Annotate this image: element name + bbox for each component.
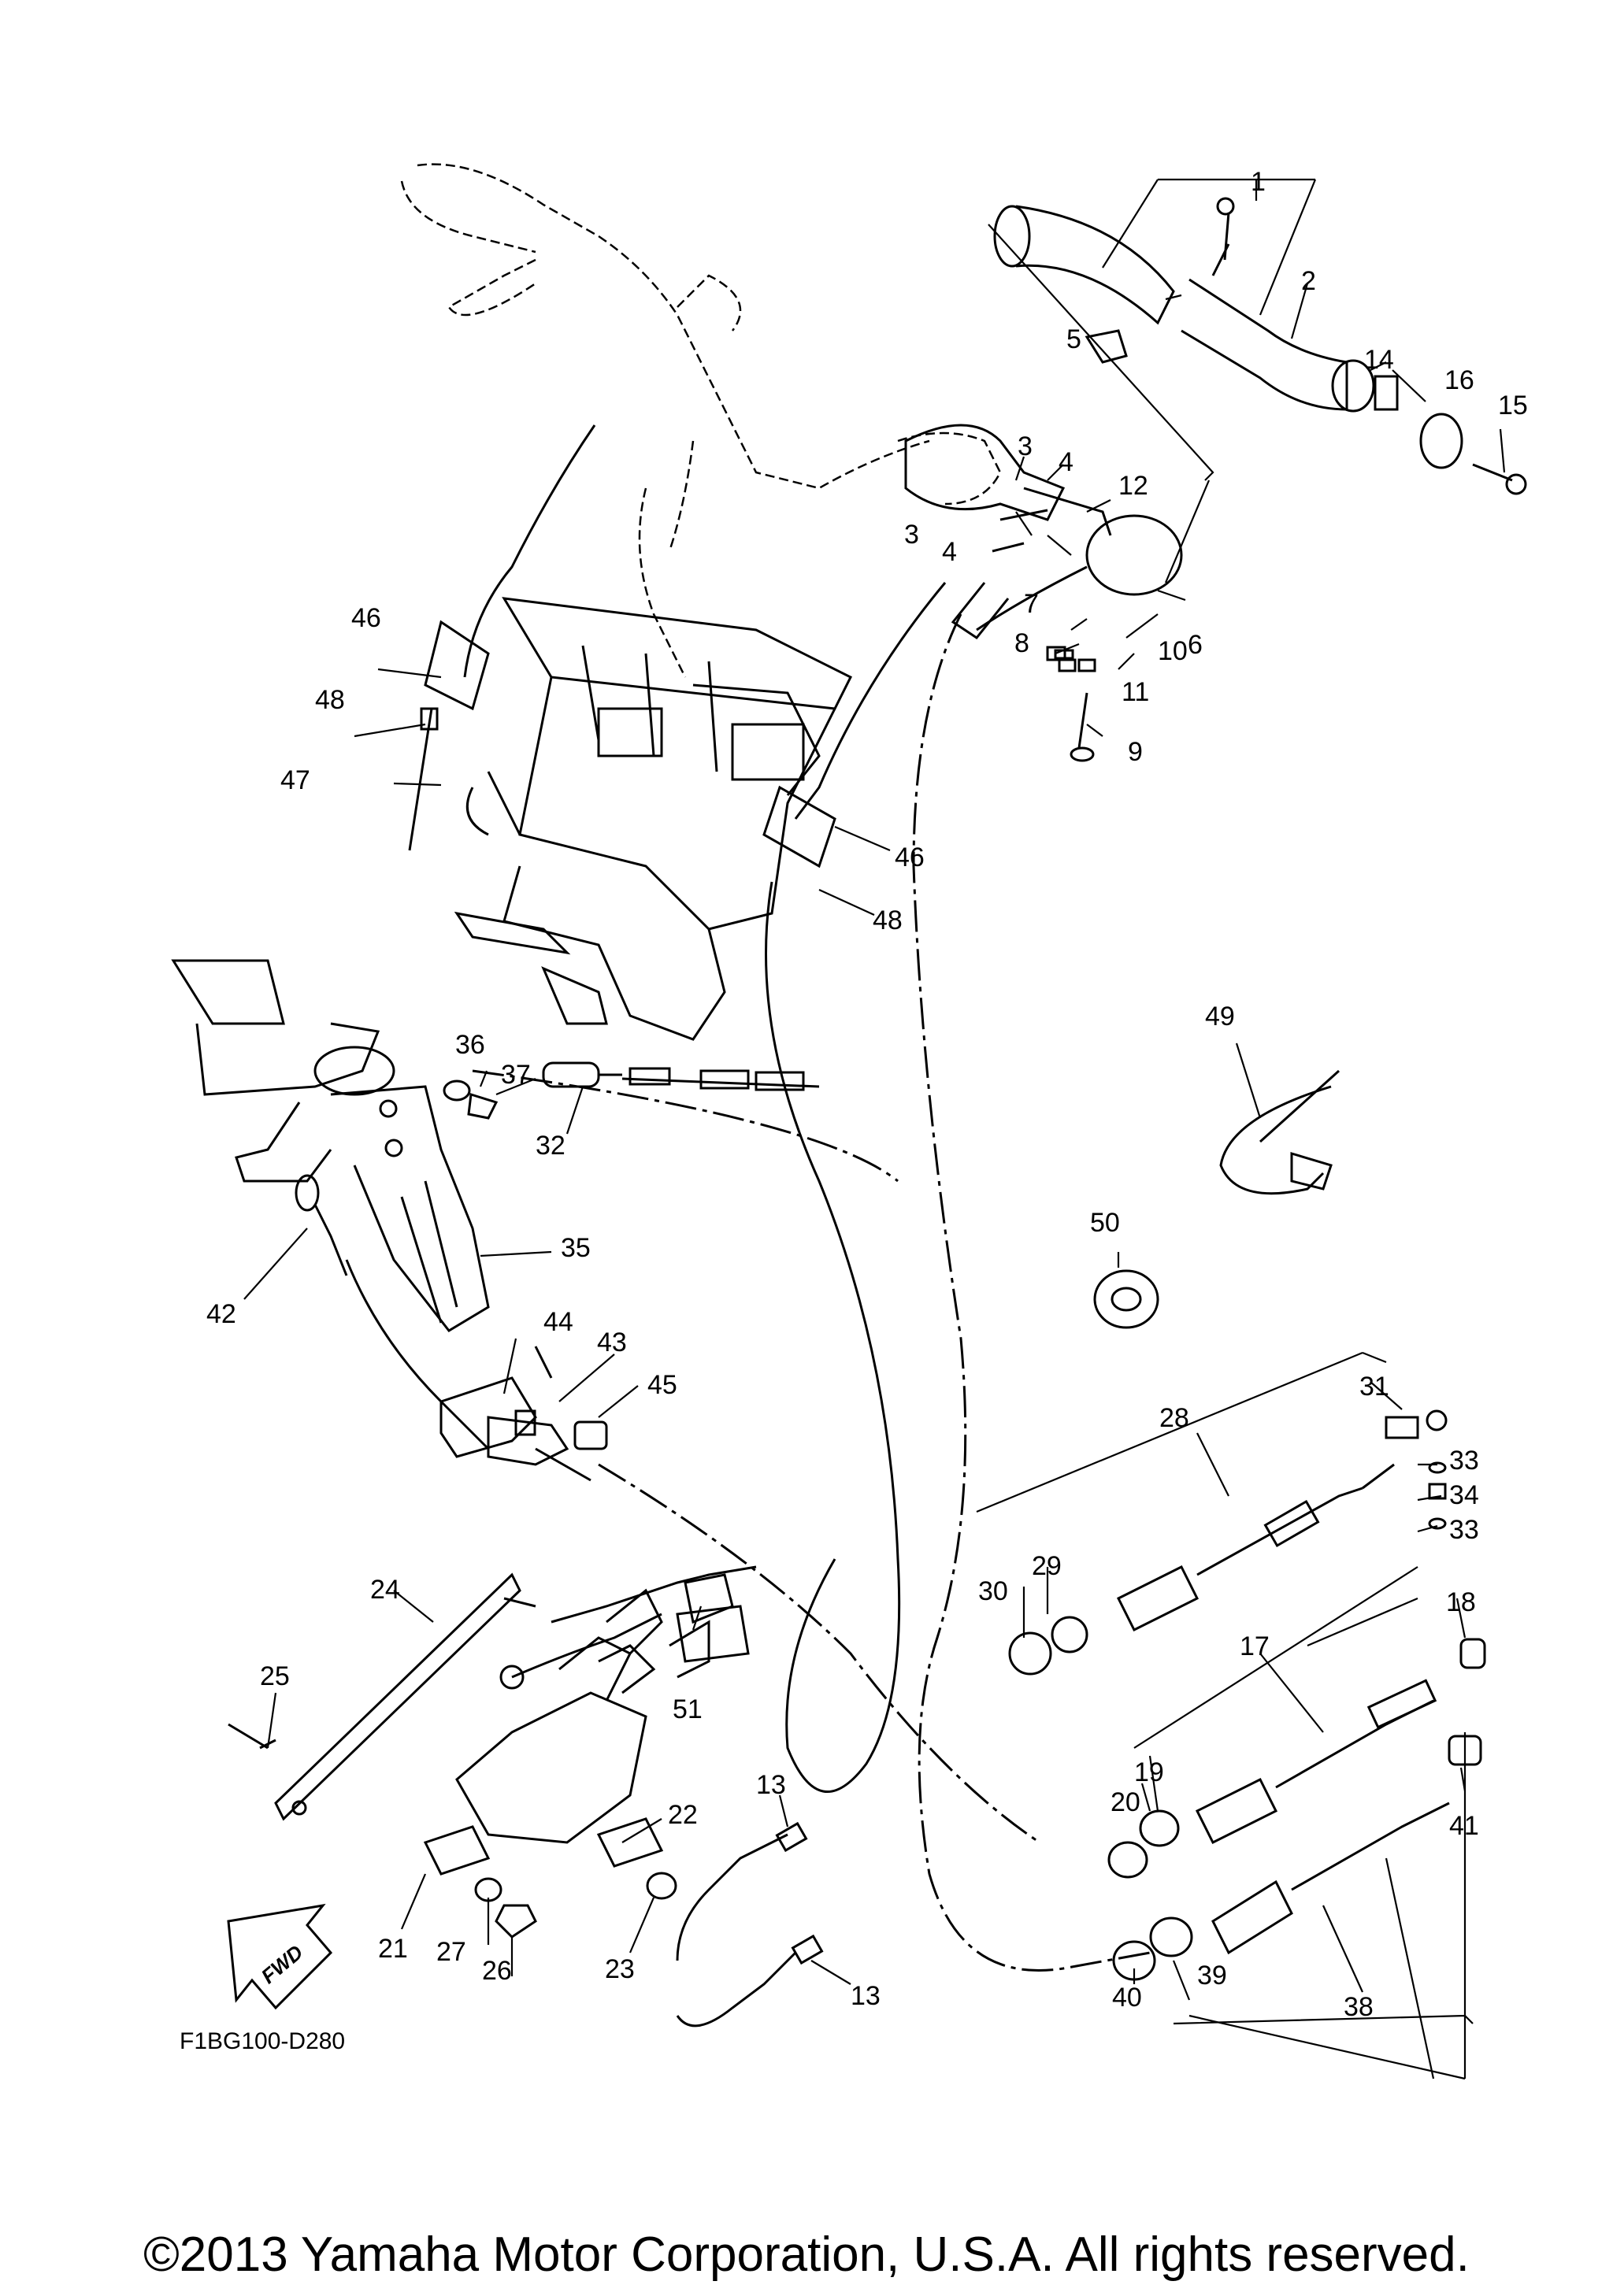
callout-25: 25	[260, 1661, 290, 1691]
callout-3a: 3	[1018, 431, 1033, 461]
throttle-cable	[472, 613, 1151, 1972]
callout-51: 51	[673, 1694, 703, 1724]
callout-33a: 33	[1449, 1446, 1479, 1476]
callout-19: 19	[1134, 1757, 1164, 1787]
cable-end-32	[443, 1061, 820, 1120]
callout-3b: 3	[904, 520, 919, 550]
leader-lines	[243, 178, 1506, 2080]
parts-diagram: FWD	[171, 163, 1528, 2080]
callout-24: 24	[370, 1575, 400, 1605]
callout-45: 45	[647, 1370, 677, 1400]
callout-41: 41	[1449, 1811, 1479, 1841]
callout-23: 23	[605, 1954, 635, 1984]
callout-35: 35	[561, 1233, 591, 1263]
callout-18: 18	[1446, 1587, 1476, 1617]
callout-16: 16	[1444, 365, 1474, 395]
callout-36: 36	[455, 1030, 485, 1060]
callout-29: 29	[1032, 1551, 1062, 1581]
grommet-50	[1093, 1269, 1159, 1329]
callout-26: 26	[482, 1956, 512, 1986]
callout-43: 43	[597, 1328, 627, 1357]
callout-11: 11	[1122, 677, 1149, 707]
callout-5: 5	[1066, 324, 1081, 354]
lower-linkage	[228, 1565, 757, 1939]
callout-17: 17	[1240, 1631, 1270, 1661]
right-grip-assembly	[993, 197, 1527, 495]
callout-46a: 46	[351, 603, 381, 633]
callout-27: 27	[436, 1937, 466, 1967]
callout-1: 1	[1251, 167, 1266, 197]
callout-38: 38	[1344, 1992, 1374, 2022]
callout-13a: 13	[756, 1770, 786, 1800]
throttle-housing	[904, 424, 1183, 762]
callout-9: 9	[1128, 737, 1143, 767]
callout-40: 40	[1112, 1983, 1142, 2013]
cable-17	[1107, 1638, 1486, 1879]
callout-15: 15	[1498, 391, 1528, 420]
callout-2: 2	[1301, 266, 1316, 296]
callout-8: 8	[1014, 628, 1029, 658]
steering-column	[454, 597, 853, 1041]
callout-6: 6	[1188, 630, 1203, 660]
fwd-arrow-icon: FWD	[227, 1903, 333, 2010]
cable-38	[1112, 1735, 1482, 1981]
callout-10: 10	[1158, 636, 1188, 666]
callout-13b: 13	[851, 1981, 881, 2011]
callout-44: 44	[543, 1307, 573, 1337]
callout-12: 12	[1118, 471, 1148, 501]
callout-48b: 48	[873, 905, 903, 935]
callout-42: 42	[206, 1299, 236, 1329]
callout-50: 50	[1090, 1208, 1120, 1238]
throttle-pedal	[171, 959, 490, 1450]
wire-13	[676, 1821, 824, 2028]
cable-tie-49	[1219, 1069, 1340, 1195]
handlebar-ghost	[400, 163, 1002, 678]
callout-21: 21	[378, 1934, 408, 1964]
callout-37: 37	[501, 1060, 531, 1090]
drawing-code: F1BG100-D280	[180, 2028, 345, 2054]
copyright-notice: ©2013 Yamaha Motor Corporation, U.S.A. A…	[143, 2227, 1470, 2282]
callout-47: 47	[280, 765, 310, 795]
callout-34: 34	[1449, 1480, 1479, 1510]
callout-49: 49	[1205, 1002, 1235, 1031]
callout-labels: 1 2 3 3 4 4 5 6 7 8 9 10 11 12 13 13 14 …	[180, 167, 1528, 2054]
callout-48a: 48	[315, 685, 345, 715]
callout-46b: 46	[895, 842, 925, 872]
callout-14: 14	[1364, 345, 1394, 375]
callout-39: 39	[1197, 1961, 1227, 1990]
callout-7: 7	[1024, 589, 1039, 619]
callout-4a: 4	[1059, 447, 1073, 477]
callout-31: 31	[1359, 1372, 1389, 1402]
callout-33b: 33	[1449, 1515, 1479, 1545]
callout-20: 20	[1111, 1787, 1140, 1817]
cable-right-loop	[762, 582, 947, 1794]
shift-cable-28	[1008, 1409, 1448, 1676]
callout-28: 28	[1159, 1403, 1189, 1433]
callout-30: 30	[978, 1576, 1008, 1606]
callout-32: 32	[536, 1131, 565, 1161]
callout-22: 22	[668, 1800, 698, 1830]
callout-4b: 4	[942, 537, 957, 567]
cable-bracket	[439, 1346, 608, 1482]
cable-left-boot	[408, 424, 596, 851]
